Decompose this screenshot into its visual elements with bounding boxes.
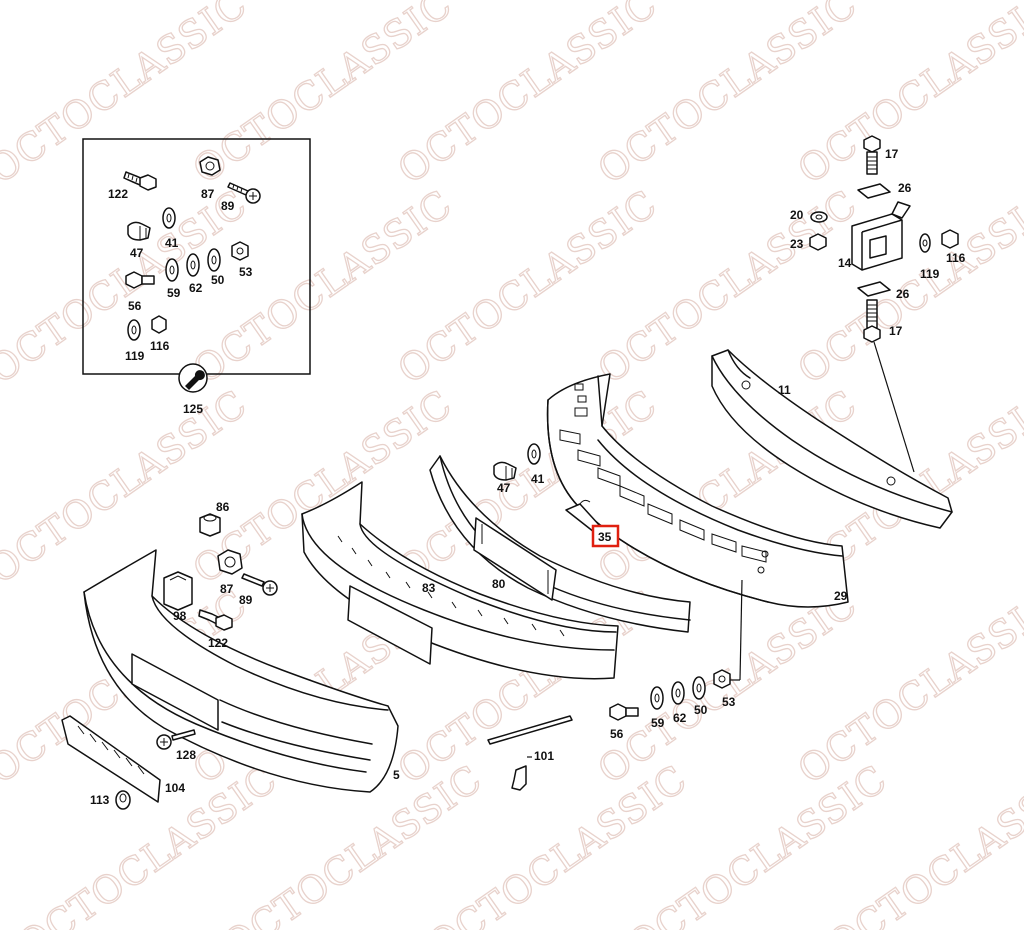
washer-62-icon[interactable] [186,253,200,277]
part-label: 11 [778,383,791,397]
screw-128-icon[interactable] [156,729,196,750]
washer-59-bottom-icon[interactable] [650,686,664,710]
part-label: 23 [790,237,804,251]
leader-line [739,579,743,681]
part-label: 26 [898,181,912,195]
washer-20-icon[interactable] [810,211,828,223]
grommet-86-icon[interactable] [199,513,221,537]
part-label: 17 [885,147,899,161]
part-label: 53 [722,695,736,709]
bumper-reinforcement-80[interactable] [429,455,691,633]
part-label: 47 [130,246,144,260]
washer-62-bottom-icon[interactable] [671,681,685,705]
part-label: 87 [220,582,234,596]
part-label: 53 [239,265,253,279]
part-label: 119 [125,349,145,363]
trim-strip-104[interactable] [61,715,161,803]
washer-119-bracket-icon[interactable] [919,233,931,253]
seal-strip-101[interactable] [487,715,573,791]
clip-47-middle-icon[interactable] [493,461,517,481]
part-label: 29 [834,589,848,603]
part-label: 128 [176,748,196,762]
part-label: 56 [128,299,142,313]
leader-line [873,341,915,473]
part-label: 26 [896,287,910,301]
energy-absorber-11[interactable] [711,349,953,529]
part-label: 47 [497,481,511,495]
part-label: 41 [165,236,179,250]
bumper-5[interactable] [83,549,399,793]
highlight-label: 35 [598,530,612,544]
part-label: 56 [610,727,624,741]
nut-116-bracket-icon[interactable] [941,229,959,249]
screw-89-icon[interactable] [227,182,261,204]
part-label: 17 [889,324,903,338]
nut-53-icon[interactable] [231,241,249,261]
nut-116-icon[interactable] [151,315,167,334]
part-labels: 122 87 89 41 47 59 62 50 53 56 116 119 1… [90,147,966,807]
part-label: 5 [393,768,400,782]
clip-47-icon[interactable] [127,221,151,241]
bumper-bracket-14[interactable] [851,201,911,271]
washer-41-icon[interactable] [162,207,176,229]
wrench-125-icon[interactable] [178,363,208,393]
part-label: 59 [651,716,665,730]
part-label: 101 [534,749,554,763]
part-label: 62 [189,281,203,295]
bolt-56-bottom-icon[interactable] [609,703,639,721]
part-label: 104 [165,781,185,795]
part-label: 80 [492,577,506,591]
screw-89-front-icon[interactable] [241,573,278,596]
bolt-56-icon[interactable] [125,271,155,289]
washer-41-middle-icon[interactable] [527,443,541,465]
part-label: 83 [422,581,436,595]
clip-98-icon[interactable] [163,571,193,611]
nut-23-icon[interactable] [809,233,827,251]
part-label: 86 [216,500,230,514]
part-label: 122 [208,636,228,650]
part-label: 89 [221,199,235,213]
part-label: 125 [183,402,203,416]
washer-50-bottom-icon[interactable] [692,676,706,700]
clip-nut-87-front-icon[interactable] [217,549,243,575]
part-label: 50 [694,703,708,717]
shim-26-top-icon[interactable] [857,183,891,199]
part-label: 89 [239,593,253,607]
part-label: 113 [90,793,110,807]
part-label: 116 [150,339,170,353]
clip-nut-87-icon[interactable] [199,156,221,176]
bolt-122-front-icon[interactable] [198,609,233,631]
part-label: 14 [838,256,852,270]
washer-119-icon[interactable] [127,319,141,341]
washer-50-icon[interactable] [207,248,221,272]
part-label: 122 [108,187,128,201]
plug-113-icon[interactable] [115,790,131,810]
bolt-122-icon[interactable] [123,171,157,191]
part-label: 116 [946,251,966,265]
bumper-83[interactable] [301,481,619,680]
part-label: 20 [790,208,804,222]
part-label: 119 [920,267,940,281]
part-label: 50 [211,273,225,287]
part-label: 41 [531,472,545,486]
part-label: 62 [673,711,687,725]
highlight-callout-35[interactable]: 35 [591,524,620,548]
nut-53-bottom-icon[interactable] [713,669,731,689]
bolt-17-top-icon[interactable] [863,135,881,175]
part-label: 98 [173,609,187,623]
part-label: 59 [167,286,181,300]
part-label: 87 [201,187,215,201]
bolt-17-bottom-icon[interactable] [863,299,881,343]
shim-26-bottom-icon[interactable] [857,281,891,297]
washer-59-icon[interactable] [165,258,179,282]
